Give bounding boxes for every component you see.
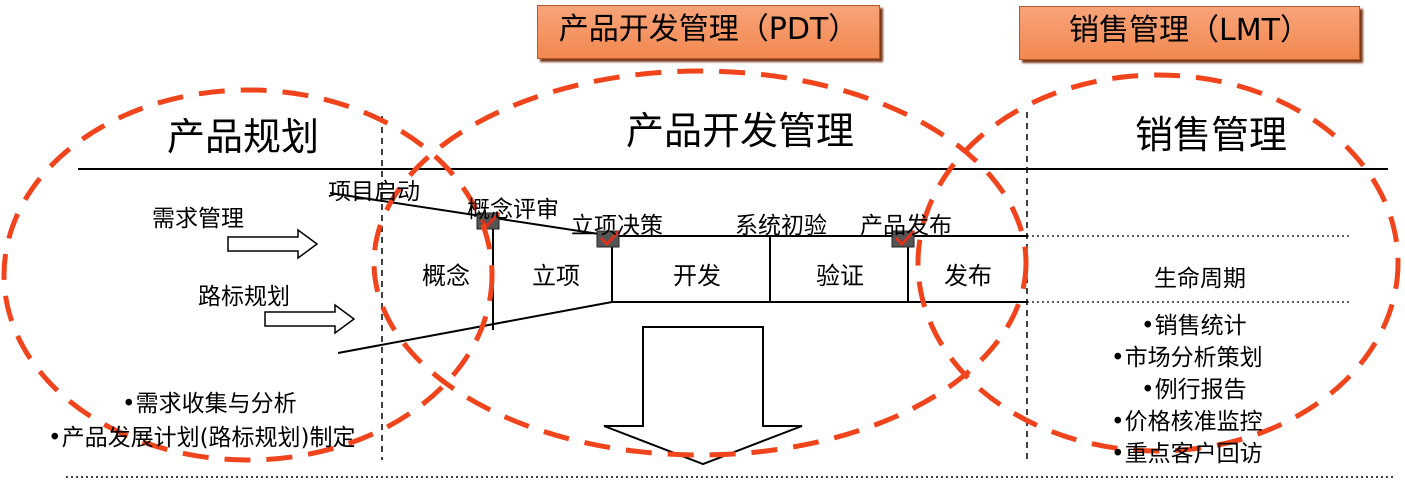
milestone-system-test: 系统初验 <box>735 213 827 239</box>
sales-bullet-1: •销售统计 <box>1141 313 1247 339</box>
sales-bullet-3: •例行报告 <box>1141 377 1247 403</box>
sales-bullet-2: •市场分析策划 <box>1111 345 1263 371</box>
ellipse-sales <box>915 72 1401 454</box>
milestone-marker-icon <box>891 229 916 248</box>
lifecycle-label: 生命周期 <box>1154 266 1246 292</box>
requirements-label: 需求管理 <box>152 206 244 232</box>
stage-concept: 概念 <box>422 262 470 290</box>
pdt-header-box: 产品开发管理（PDT） <box>537 5 880 59</box>
funnel-bottom-line <box>337 301 613 354</box>
milestone-project-start: 项目启动 <box>328 179 420 205</box>
milestone-marker-icon <box>596 229 621 248</box>
section-title-development: 产品开发管理 <box>626 109 855 153</box>
milestone-project-decision: 立项决策 <box>571 213 663 239</box>
stage-release: 发布 <box>944 262 992 290</box>
pdt-header-label: 产品开发管理（PDT） <box>558 12 859 47</box>
arrow-down-icon <box>603 326 803 466</box>
stage-verification: 验证 <box>816 262 864 290</box>
planning-bullet-2: •产品发展计划(路标规划)制定 <box>48 425 356 451</box>
stage-development: 开发 <box>673 262 721 290</box>
lmt-header-box: 销售管理（LMT） <box>1019 6 1360 60</box>
arrow-right-icon <box>264 303 356 335</box>
ellipse-planning <box>1 87 495 463</box>
sales-bullet-5: •重点客户回访 <box>1111 441 1263 467</box>
sales-bullet-4: •价格核准监控 <box>1111 409 1263 435</box>
section-title-sales: 销售管理 <box>1135 113 1288 157</box>
ellipse-development <box>371 68 1029 458</box>
roadmap-label: 路标规划 <box>198 284 290 310</box>
funnel-top-line <box>329 192 613 237</box>
section-title-planning: 产品规划 <box>167 115 320 159</box>
arrow-right-icon <box>227 228 319 260</box>
stage-initiation: 立项 <box>532 262 580 290</box>
planning-bullet-1: •需求收集与分析 <box>122 391 297 417</box>
milestone-concept-review: 概念评审 <box>467 197 559 223</box>
milestone-product-release: 产品发布 <box>860 213 952 239</box>
lmt-header-label: 销售管理（LMT） <box>1069 13 1310 48</box>
